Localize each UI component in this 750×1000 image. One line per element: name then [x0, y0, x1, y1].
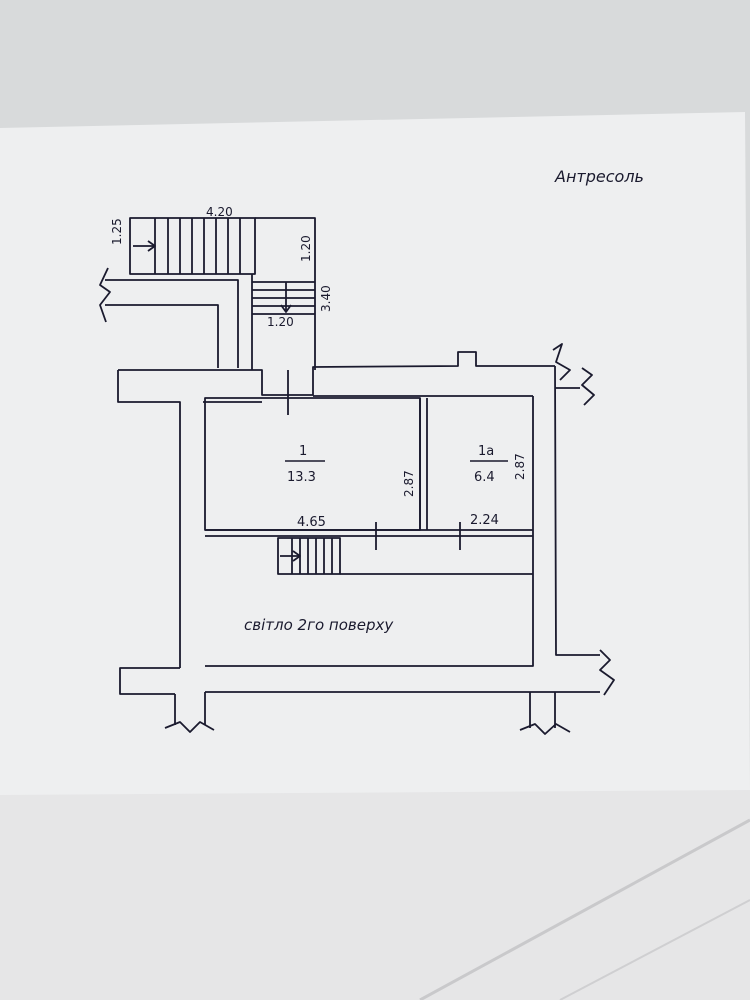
- upper-left-wall: [105, 279, 239, 368]
- side-stair-treads: [252, 281, 315, 315]
- dim-stair-top-width: 4.20: [206, 205, 233, 219]
- stair-landing-outline: [255, 217, 316, 370]
- room-1-height: 2.87: [402, 470, 416, 497]
- dim-stair-top-depth: 1.25: [110, 218, 124, 245]
- paper-sheet: [0, 112, 750, 795]
- wall-break-mark: [581, 367, 595, 406]
- dim-stair-side-width: 1.20: [299, 235, 313, 262]
- wall-break-mark: [519, 723, 571, 735]
- wall-break-mark: [552, 343, 571, 381]
- marble-vein: [559, 899, 750, 1000]
- dim-stair-height: 3.40: [319, 285, 333, 312]
- dim-room-1-width: 4.65: [297, 515, 326, 530]
- dim-room-1a-width: 2.24: [470, 513, 499, 528]
- wall-break-mark: [164, 721, 215, 733]
- room-1a-area: 6.4: [474, 470, 495, 485]
- marble-table: [0, 790, 750, 1000]
- room-1-area: 13.3: [287, 470, 316, 485]
- room-1a-number: 1a: [478, 444, 494, 459]
- room-1-number: 1: [299, 444, 307, 459]
- second-floor-light-note: світло 2го поверху: [244, 616, 394, 634]
- lower-stair-flight: [277, 537, 341, 575]
- wall-break-mark: [99, 267, 111, 323]
- wall-break-mark: [599, 649, 615, 696]
- outer-wall-right: [205, 396, 534, 667]
- outer-wall-top: [118, 351, 555, 396]
- outer-wall-left: [119, 667, 180, 695]
- dim-stair-landing: 1.20: [267, 315, 294, 329]
- sheet-title: Антресоль: [554, 167, 644, 186]
- room-1a-height: 2.87: [513, 453, 527, 480]
- marble-vein: [419, 818, 750, 1000]
